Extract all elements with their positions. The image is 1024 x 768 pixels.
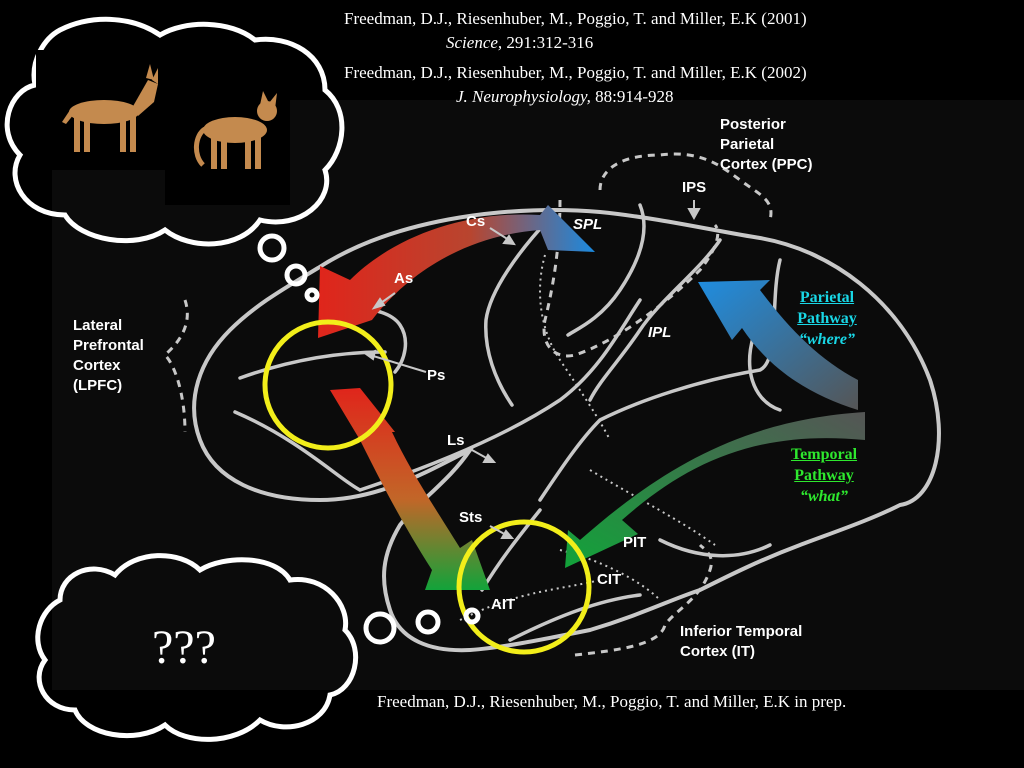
lpfc-bracket — [162, 299, 189, 433]
label-cs: Cs — [466, 213, 486, 230]
arrow-parietal-pathway — [698, 280, 858, 410]
principal-sulcus — [238, 350, 387, 380]
pfc-highlight-circle — [262, 319, 394, 451]
brain-outline — [192, 208, 941, 653]
label-ipl: IPL — [648, 324, 672, 341]
arrow-temporal-pathway — [565, 412, 865, 568]
it-inner — [508, 593, 642, 642]
lateral-sulcus — [233, 298, 642, 492]
thought-bubble-top — [4, 16, 345, 303]
label-lpfc-line4: (LPFC) — [73, 377, 123, 394]
citation-2001-authors: Freedman, D.J., Riesenhuber, M., Poggio,… — [344, 9, 807, 28]
label-pit: PIT — [623, 534, 647, 551]
citation-2002-ref: 88:914-928 — [590, 87, 674, 106]
ips-line — [566, 203, 646, 337]
region-outlines — [162, 152, 773, 657]
label-lpfc-line1: Lateral — [73, 317, 123, 334]
citation-2002-authors: Freedman, D.J., Riesenhuber, M., Poggio,… — [344, 63, 807, 82]
label-lpfc: Lateral Prefrontal Cortex (LPFC) — [73, 316, 144, 396]
label-ppc: Posterior Parietal Cortex (PPC) — [720, 115, 813, 175]
journal-jneurophys: J. Neurophysiology, — [456, 87, 591, 106]
temporal-title-line1: Temporal — [790, 446, 858, 463]
citation-2001-ref: 291:312-316 — [502, 33, 594, 52]
central-sulcus — [484, 218, 550, 407]
it-bracket — [574, 543, 713, 657]
label-ppc-line3: Cortex (PPC) — [720, 156, 813, 173]
label-it: Inferior Temporal Cortex (IT) — [680, 622, 802, 662]
label-pointers — [363, 200, 701, 539]
question-marks: ??? — [152, 621, 216, 674]
label-sts: Sts — [459, 509, 483, 526]
citation-2002-journal: J. Neurophysiology, 88:914-928 — [456, 87, 674, 107]
temporal-subtitle: “what” — [799, 488, 848, 505]
label-ps: Ps — [427, 367, 446, 384]
label-ips: IPS — [682, 179, 707, 196]
label-ppc-line2: Parietal — [720, 136, 775, 153]
label-lpfc-line3: Cortex — [73, 357, 121, 374]
dog-image — [36, 50, 166, 170]
temporal-title-line2: Pathway — [794, 467, 854, 484]
label-ait: AIT — [491, 596, 516, 613]
label-lpfc-line2: Prefrontal — [73, 337, 144, 354]
citation-in-prep: Freedman, D.J., Riesenhuber, M., Poggio,… — [377, 692, 847, 711]
parietal-title-line2: Pathway — [797, 310, 857, 327]
label-cit: CIT — [597, 571, 622, 588]
ioc-line — [658, 538, 772, 558]
temporal-pathway-title: Temporal Pathway “what” — [778, 444, 870, 507]
parietal-title-line1: Parietal — [799, 289, 855, 306]
parietal-pathway-title: Parietal Pathway “where” — [788, 287, 866, 350]
arrow-pfc-it — [330, 388, 490, 590]
citation-2001-journal: Science, 291:312-316 — [446, 33, 593, 53]
label-it-line2: Cortex (IT) — [680, 643, 755, 660]
cat-icon — [194, 91, 277, 169]
cat-image — [165, 75, 290, 205]
it-highlight-circle — [456, 519, 592, 655]
thought-bubble-bottom — [35, 553, 481, 742]
label-spl: SPL — [573, 216, 603, 233]
label-as: As — [394, 270, 414, 287]
journal-science: Science, — [446, 33, 503, 52]
dog-icon — [62, 64, 158, 152]
parietal-subtitle: “where” — [799, 331, 855, 348]
ait-line — [480, 508, 542, 592]
label-it-line1: Inferior Temporal — [680, 623, 803, 640]
label-ppc-line1: Posterior — [720, 116, 786, 133]
ppc-outline — [598, 152, 773, 221]
label-ls: Ls — [447, 432, 465, 449]
ipl-sulcus — [588, 238, 722, 402]
